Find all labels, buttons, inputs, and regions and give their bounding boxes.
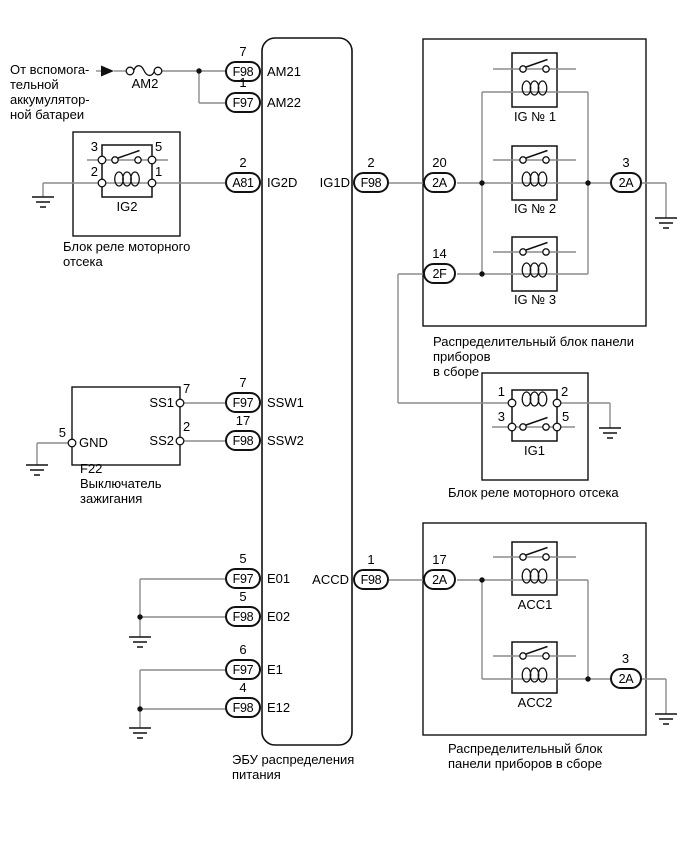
ig2d-pin: 2 bbox=[239, 155, 247, 170]
ig2-relay-label: IG2 bbox=[116, 199, 138, 214]
f22-gnd-label: GND bbox=[79, 435, 108, 450]
f22-ss2-label: SS2 bbox=[149, 433, 174, 448]
j2a3-bottom-pin: 3 bbox=[621, 651, 630, 666]
ssw2-signal: SSW2 bbox=[267, 433, 304, 448]
f22-caption: F22 Выключатель зажигания bbox=[80, 461, 162, 506]
ig1d-signal: IG1D bbox=[319, 175, 350, 190]
j2a3-bottom-connector: 2A bbox=[610, 668, 642, 689]
e1-pin: 6 bbox=[239, 642, 247, 657]
accd-connector: F98 bbox=[353, 569, 389, 590]
wires bbox=[36, 68, 667, 728]
ig1-relay-block-box bbox=[481, 372, 589, 481]
am22-pin: 1 bbox=[239, 75, 247, 90]
acc2-relay-label: ACC2 bbox=[517, 695, 553, 710]
j2a3-top-pin: 3 bbox=[622, 155, 630, 170]
ig1-block-caption: Блок реле моторного отсека bbox=[448, 485, 619, 500]
am22-signal: AM22 bbox=[267, 95, 301, 110]
ig2-pin-1: 1 bbox=[155, 164, 163, 179]
j2f14-pin: 14 bbox=[432, 246, 447, 261]
e02-pin: 5 bbox=[239, 589, 247, 604]
j2a17-connector: 2A bbox=[423, 569, 456, 590]
ig2-block-caption: Блок реле моторного отсека bbox=[63, 239, 191, 269]
j2a20-connector: 2A bbox=[423, 172, 456, 193]
j2f14-connector: 2F bbox=[423, 263, 456, 284]
ig1-relay-box bbox=[511, 389, 558, 442]
e01-signal: E01 bbox=[267, 571, 291, 586]
ig2-relay-box bbox=[101, 144, 153, 198]
battery-source-label: От вспомога- тельной аккумулятор- ной ба… bbox=[10, 62, 90, 122]
ig1-pin-3: 3 bbox=[497, 409, 505, 424]
ig-n1-relay-label: IG № 1 bbox=[513, 109, 557, 124]
accd-signal: ACCD bbox=[312, 572, 349, 587]
f22-ss2-pin: 2 bbox=[183, 419, 191, 434]
e01-connector: F97 bbox=[225, 568, 261, 589]
ig-n1-relay-box bbox=[511, 52, 558, 108]
ig2-relay-block-box bbox=[72, 131, 181, 237]
e12-signal: E12 bbox=[267, 700, 291, 715]
ssw1-signal: SSW1 bbox=[267, 395, 304, 410]
ig2-pin-2: 2 bbox=[90, 164, 98, 179]
ssw2-connector: F98 bbox=[225, 430, 261, 451]
ig1-pin-2: 2 bbox=[561, 384, 569, 399]
ig2d-signal: IG2D bbox=[267, 175, 298, 190]
ig1-relay-label: IG1 bbox=[524, 443, 545, 458]
ig2d-connector: A81 bbox=[225, 172, 261, 193]
e01-pin: 5 bbox=[239, 551, 247, 566]
ig1-pin-5: 5 bbox=[562, 409, 570, 424]
ig2-pin-3: 3 bbox=[90, 139, 98, 154]
j2a3-top-connector: 2A bbox=[610, 172, 642, 193]
ssw2-pin: 17 bbox=[235, 413, 251, 428]
ecu-box bbox=[261, 37, 353, 746]
am21-pin: 7 bbox=[239, 44, 247, 59]
ig-n3-relay-label: IG № 3 bbox=[513, 292, 557, 307]
e12-pin: 4 bbox=[239, 680, 247, 695]
ecu-caption: ЭБУ распределения питания bbox=[232, 752, 355, 782]
f22-switch-box bbox=[71, 386, 181, 466]
f22-gnd-pin: 5 bbox=[58, 425, 66, 440]
ig1d-connector: F98 bbox=[353, 172, 389, 193]
fuse-symbol bbox=[125, 65, 163, 77]
j2a17-pin: 17 bbox=[432, 552, 447, 567]
battery-arrow-icon bbox=[101, 65, 114, 77]
e02-signal: E02 bbox=[267, 609, 291, 624]
e1-connector: F97 bbox=[225, 659, 261, 680]
accd-pin: 1 bbox=[367, 552, 375, 567]
ssw1-pin: 7 bbox=[239, 375, 247, 390]
junction-dots bbox=[137, 68, 591, 712]
j2a20-pin: 20 bbox=[432, 155, 447, 170]
e12-connector: F98 bbox=[225, 697, 261, 718]
ig-n3-relay-box bbox=[511, 236, 558, 292]
am21-signal: AM21 bbox=[267, 64, 301, 79]
acc-block-caption: Распределительный блок панели приборов в… bbox=[448, 741, 603, 771]
fuse-label: AM2 bbox=[131, 76, 159, 91]
ig-n2-relay-label: IG № 2 bbox=[513, 201, 557, 216]
f22-ss1-label: SS1 bbox=[149, 395, 174, 410]
e02-connector: F98 bbox=[225, 606, 261, 627]
acc1-relay-label: ACC1 bbox=[517, 597, 553, 612]
ig1d-pin: 2 bbox=[367, 155, 375, 170]
e1-signal: E1 bbox=[267, 662, 283, 677]
ig-n2-relay-box bbox=[511, 145, 558, 201]
top-block-caption: Распределительный блок панели приборов в… bbox=[433, 334, 634, 379]
f22-ss1-pin: 7 bbox=[183, 381, 191, 396]
am21-connector: F98 bbox=[225, 61, 261, 82]
am22-connector: F97 bbox=[225, 92, 261, 113]
ssw1-connector: F97 bbox=[225, 392, 261, 413]
ig1-pin-1: 1 bbox=[497, 384, 505, 399]
ig2-pin-5: 5 bbox=[155, 139, 163, 154]
junction-block-bottom-box bbox=[422, 522, 647, 736]
